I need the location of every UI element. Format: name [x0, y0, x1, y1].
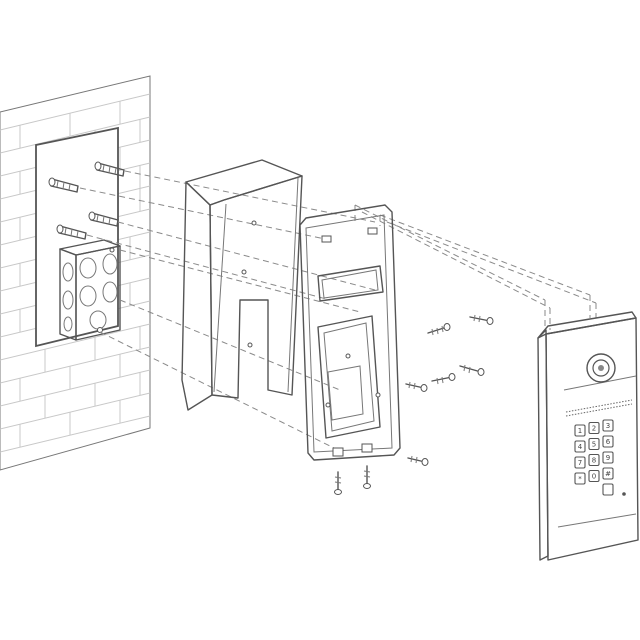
camera-icon — [586, 353, 616, 383]
keypad-key-face[interactable] — [574, 472, 586, 485]
keypad-key-face[interactable] — [588, 437, 600, 451]
screw — [363, 465, 371, 489]
keypad-key-face[interactable] — [602, 467, 614, 480]
screw — [469, 314, 494, 325]
keypad-key[interactable]: * — [574, 472, 586, 485]
keypad-key[interactable]: # — [602, 467, 614, 480]
keypad-key[interactable]: 5 — [588, 437, 600, 451]
keypad-key-face[interactable] — [588, 453, 600, 467]
keypad-key-face[interactable] — [574, 440, 586, 453]
junction-box — [59, 239, 121, 341]
backplate — [299, 204, 401, 461]
speaker-grille — [565, 399, 633, 417]
keypad-key[interactable]: 2 — [588, 421, 600, 435]
keypad-key-face[interactable] — [602, 419, 614, 432]
keypad-key-face[interactable] — [574, 424, 586, 437]
keypad-key-label: 3 — [606, 422, 610, 430]
keypad-key-label: 0 — [592, 472, 596, 480]
keypad-key-face[interactable] — [588, 469, 600, 483]
status-led — [622, 492, 626, 496]
screw — [334, 471, 342, 495]
mounting-screws — [334, 314, 494, 495]
alignment-lines — [79, 170, 597, 451]
keypad-key-label: 7 — [578, 459, 582, 467]
intercom-unit: 1 2 3 4 5 6 7 8 9 * 0 # — [537, 311, 639, 561]
keypad-key[interactable]: 3 — [602, 419, 614, 432]
keypad-key[interactable]: 4 — [574, 440, 586, 453]
keypad-key-label: 9 — [606, 454, 610, 462]
keypad-key-label: 2 — [592, 424, 596, 432]
keypad-key-label: 5 — [592, 440, 596, 448]
wall-anchor — [88, 211, 119, 227]
keypad-key-face[interactable] — [602, 435, 614, 448]
screw — [427, 323, 451, 336]
keypad-key-face[interactable] — [588, 421, 600, 435]
keypad-key-face[interactable] — [602, 451, 614, 464]
call-button[interactable] — [602, 483, 614, 496]
keypad-key[interactable]: 7 — [574, 456, 586, 469]
keypad-key-label: # — [605, 470, 611, 478]
keypad-key[interactable]: 1 — [574, 424, 586, 437]
keypad-key-label: 4 — [578, 443, 583, 451]
screw — [459, 364, 485, 376]
wall-anchor — [48, 177, 79, 193]
rain-hood — [181, 159, 303, 411]
keypad-key-label: 8 — [592, 456, 596, 464]
keypad-key-label: 1 — [578, 427, 582, 435]
keypad-key-label: * — [578, 475, 582, 483]
keypad-key-label: 6 — [606, 438, 611, 446]
keypad-key[interactable]: 9 — [602, 451, 614, 464]
brick-wall — [0, 75, 151, 471]
keypad-key[interactable]: 6 — [602, 435, 614, 448]
screw — [405, 381, 428, 392]
screw — [431, 373, 456, 385]
wall-anchor — [56, 224, 87, 240]
wall-anchors — [48, 161, 125, 240]
keypad-key-face[interactable] — [574, 456, 586, 469]
keypad-key[interactable]: 0 — [588, 469, 600, 483]
keypad: 1 2 3 4 5 6 7 8 9 * 0 # — [574, 419, 614, 496]
wall-anchor — [94, 161, 125, 177]
screw — [407, 455, 429, 466]
keypad-key[interactable]: 8 — [588, 453, 600, 467]
